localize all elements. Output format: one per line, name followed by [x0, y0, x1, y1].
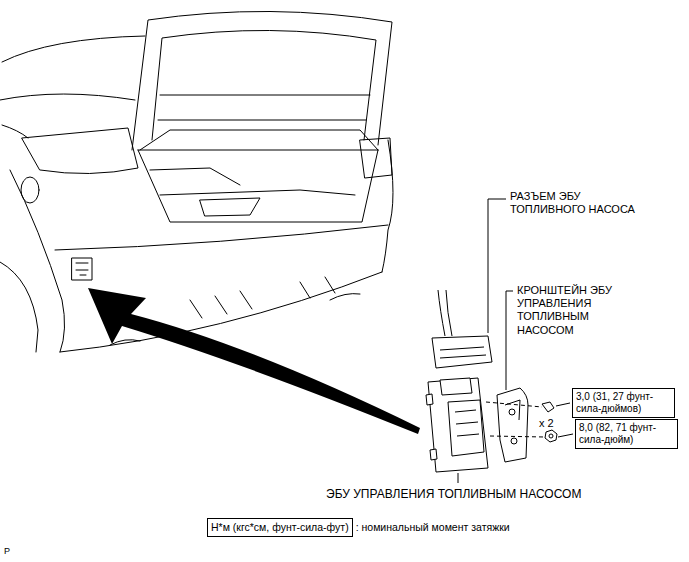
leader-line — [506, 291, 513, 390]
car-illustration — [0, 11, 393, 352]
fuel-pump-ecu-parts — [448, 400, 484, 456]
fuel-pump-ecu-parts — [432, 336, 492, 368]
torque-value: 3,0 (31, 27 фунт-сила-дюймов) — [576, 391, 671, 415]
car-illustration — [158, 95, 370, 120]
part-name: ЭБУ УПРАВЛЕНИЯ ТОПЛИВНЫМ НАСОСОМ — [326, 487, 581, 501]
fuel-pump-ecu-parts — [440, 378, 472, 395]
dashed-assembly-line — [486, 402, 542, 407]
dashed-assembly-line — [490, 436, 545, 437]
car-illustration — [200, 198, 260, 216]
legend-text: : номинальный момент затяжки — [356, 521, 510, 534]
torque-value: 8,0 (82, 71 фунт-сила-дюйм) — [579, 422, 674, 446]
leader-line — [488, 199, 506, 333]
quantity: x 2 — [539, 417, 554, 430]
leader-line — [558, 434, 573, 437]
car-illustration — [190, 277, 335, 318]
fuel-pump-ecu-parts — [438, 290, 445, 336]
car-illustration — [150, 168, 355, 195]
location-arrow — [88, 288, 420, 434]
fuel-pump-ecu-parts — [545, 430, 557, 442]
fuel-pump-ecu-parts — [446, 290, 452, 336]
fuel-pump-ecu-parts — [426, 394, 437, 460]
part-name: РАЗЪЕМ ЭБУ ТОПЛИВНОГО НАСОСА — [510, 190, 645, 216]
car-illustration — [72, 258, 92, 280]
car-illustration — [138, 150, 378, 151]
fuel-pump-ecu-parts — [505, 400, 520, 420]
page-mark: P — [4, 546, 10, 557]
fuel-pump-ecu-parts — [497, 388, 528, 462]
part-name: КРОНШТЕЙН ЭБУ УПРАВЛЕНИЯ ТОПЛИВНЫМ НАСОС… — [517, 284, 629, 337]
car-illustration — [22, 128, 138, 174]
leader-line — [556, 403, 570, 406]
fuel-pump-ecu-parts — [455, 410, 479, 436]
car-illustration — [55, 225, 388, 250]
car-illustration — [2, 36, 145, 62]
torque-value: Н*м (кгс*см, фунт-сила-фут) — [211, 521, 349, 534]
leader-line — [458, 199, 573, 483]
torque-box: 8,0 (82, 71 фунт-сила-дюйм) — [575, 419, 678, 449]
car-illustration — [76, 263, 88, 275]
car-illustration — [0, 262, 38, 352]
car-illustration — [0, 94, 135, 100]
car-illustration — [21, 177, 39, 203]
fuel-pump-ecu-parts — [511, 438, 517, 444]
car-illustration — [132, 11, 392, 150]
dashed-assembly-line — [486, 402, 545, 437]
fuel-pump-ecu-parts — [509, 409, 515, 415]
location-arrow — [88, 288, 420, 434]
car-illustration — [152, 30, 376, 140]
torque-box: 3,0 (31, 27 фунт-сила-дюймов) — [572, 388, 675, 418]
fuel-pump-ecu-parts — [549, 434, 553, 438]
car-illustration — [138, 150, 378, 222]
fuel-pump-ecu-parts — [440, 347, 486, 358]
fuel-pump-ecu-parts — [542, 402, 554, 412]
car-illustration — [140, 130, 378, 150]
car-illustration — [2, 125, 28, 138]
leader-line — [458, 473, 459, 483]
legend-torque-box: Н*м (кгс*см, фунт-сила-фут) — [207, 518, 353, 537]
